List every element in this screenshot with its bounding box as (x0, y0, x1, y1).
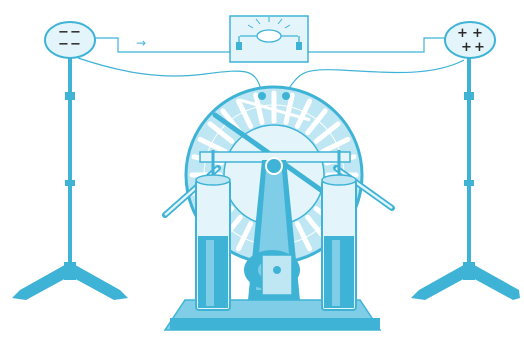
lamp-icon (257, 30, 281, 42)
wimshurst-machine-icon (165, 87, 392, 330)
current-arrow: → (136, 36, 146, 50)
positive-charge-4: + (474, 40, 485, 55)
negative-charge-4: − (70, 37, 81, 52)
lower-wire-left (78, 58, 262, 92)
lower-wire-right (286, 60, 464, 92)
lamp-box (230, 16, 308, 62)
positive-charge-2: + (472, 26, 483, 41)
top-wire-right (308, 38, 447, 52)
left-stand: − − − − (12, 22, 128, 300)
positive-charge-3: + (461, 40, 472, 55)
right-stand: + + + + (411, 22, 520, 300)
negative-charge-3: − (58, 37, 69, 52)
positive-charge-1: + (457, 26, 468, 41)
top-wire-left (95, 38, 230, 52)
